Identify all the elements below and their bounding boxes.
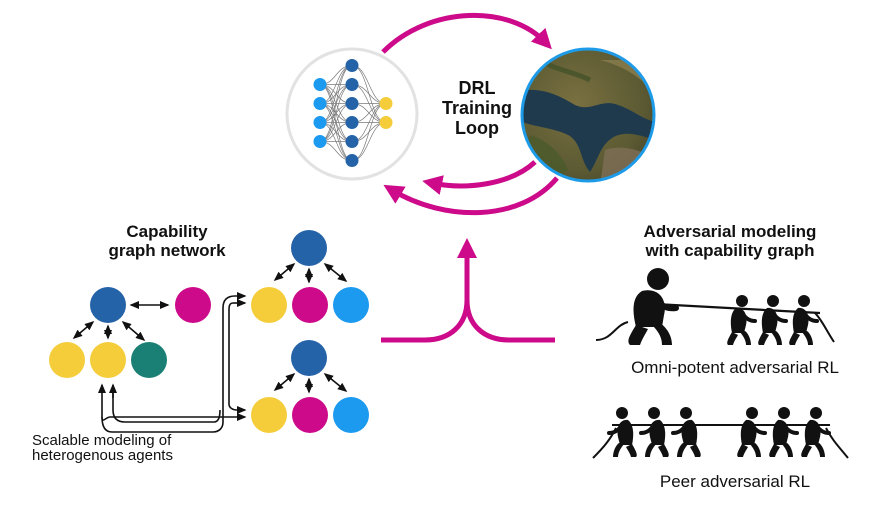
network-node (345, 78, 359, 91)
rope (814, 312, 835, 343)
bidirectional-arrow (323, 372, 348, 393)
agent-node-child (131, 342, 167, 378)
large-person-icon (628, 268, 679, 345)
person-icon (758, 295, 788, 345)
network-node (313, 97, 327, 110)
capability-graph-title-line: graph network (108, 241, 226, 261)
person-icon (769, 407, 799, 457)
person-icon (639, 407, 669, 457)
adversarial-title-line: Adversarial modeling (643, 222, 817, 241)
agent-node-child (90, 342, 126, 378)
person-icon (737, 407, 767, 457)
peer-adversarial-label: Peer adversarial RL (659, 472, 811, 491)
instance-node-child (251, 397, 287, 433)
network-node (379, 97, 393, 110)
network-node (345, 135, 359, 148)
peer-tug-of-war (592, 407, 849, 459)
training-loop-title-line: Loop (455, 118, 499, 139)
capability-graph-edges (72, 262, 348, 394)
rope (825, 427, 849, 459)
agent-node-root (90, 287, 126, 323)
capability-graph-caption-line: Scalable modeling of (32, 432, 172, 449)
bidirectional-arrow (121, 320, 146, 342)
network-node (345, 116, 359, 129)
bidirectional-arrow (323, 262, 348, 283)
training-loop-title-line: Training (441, 98, 512, 119)
instance-node-child (292, 287, 328, 323)
environment-globe-border (520, 47, 656, 183)
person-icon (727, 295, 757, 345)
person-icon (801, 407, 831, 457)
network-node (379, 116, 393, 129)
person-icon (607, 407, 637, 457)
adversarial-title-line: with capability graph (645, 241, 815, 261)
instance-connectors (98, 296, 245, 433)
network-node (345, 154, 359, 167)
instance-node-root (291, 230, 327, 266)
agent-node-peer (175, 287, 211, 323)
instance-node-child (333, 397, 369, 433)
network-node (345, 59, 359, 72)
network-node (313, 116, 327, 129)
merge-arrow (381, 238, 555, 343)
agent-node-child (49, 342, 85, 378)
capability-graph-title: Capability graph network (76, 222, 258, 260)
capability-graph-nodes (49, 230, 369, 433)
rope (595, 321, 629, 341)
network-node (345, 97, 359, 110)
network-nodes (313, 59, 393, 167)
person-icon (671, 407, 701, 457)
environment-globe (520, 47, 656, 183)
instance-node-child (251, 287, 287, 323)
bidirectional-arrow (273, 262, 296, 282)
instance-node-child (333, 287, 369, 323)
omni-potent-label: Omni-potent adversarial RL (631, 358, 839, 377)
capability-graph-caption-line: heterogenous agents (32, 447, 173, 464)
omni-potent-tug-of-war (595, 268, 835, 345)
network-node (313, 78, 327, 91)
bidirectional-arrow (72, 320, 95, 340)
adversarial-title: Adversarial modeling with capability gra… (600, 222, 860, 260)
return-arrow-outer (383, 176, 559, 216)
training-loop-title-line: DRL (458, 78, 496, 98)
capability-graph-title-line: Capability (126, 222, 208, 241)
return-arrow-inner (422, 160, 537, 195)
capability-graph-caption: Scalable modeling of heterogenous agents (32, 433, 232, 463)
network-node (313, 135, 327, 148)
instance-node-root (291, 340, 327, 376)
training-loop-arrows (381, 12, 559, 216)
training-loop-title: DRL Training Loop (422, 78, 532, 138)
policy-network (285, 47, 419, 181)
forward-arrow (381, 12, 552, 54)
bidirectional-arrow (273, 372, 296, 392)
instance-node-child (292, 397, 328, 433)
person-icon (789, 295, 819, 345)
